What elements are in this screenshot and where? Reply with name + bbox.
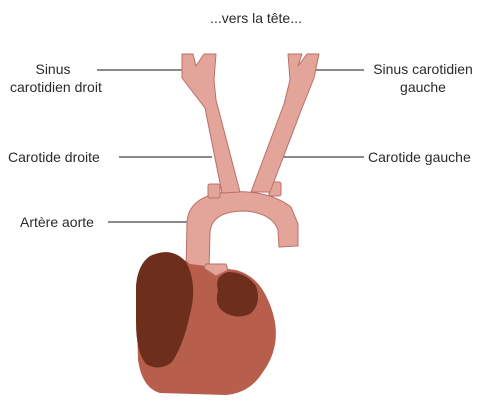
- label-sinus-right-line1: Sinus: [10, 60, 96, 78]
- top-caption: ...vers la tête...: [196, 9, 316, 27]
- carotid-right: [182, 54, 240, 193]
- vessels: [182, 54, 319, 270]
- label-sinus-left: Sinus carotidien gauche: [366, 60, 480, 96]
- label-sinus-right: Sinus carotidien droit: [10, 60, 96, 96]
- aortic-branch-left: [208, 184, 220, 198]
- label-sinus-left-line2: gauche: [366, 78, 480, 96]
- heart: [136, 252, 276, 395]
- aortic-arch: [186, 192, 298, 270]
- label-aorta: Artère aorte: [20, 213, 94, 231]
- label-sinus-right-line2: carotidien droit: [10, 78, 96, 96]
- carotid-left: [251, 54, 319, 192]
- label-sinus-left-line1: Sinus carotidien: [366, 60, 480, 78]
- label-carotid-left: Carotide gauche: [368, 148, 471, 166]
- label-carotid-right: Carotide droite: [8, 148, 100, 166]
